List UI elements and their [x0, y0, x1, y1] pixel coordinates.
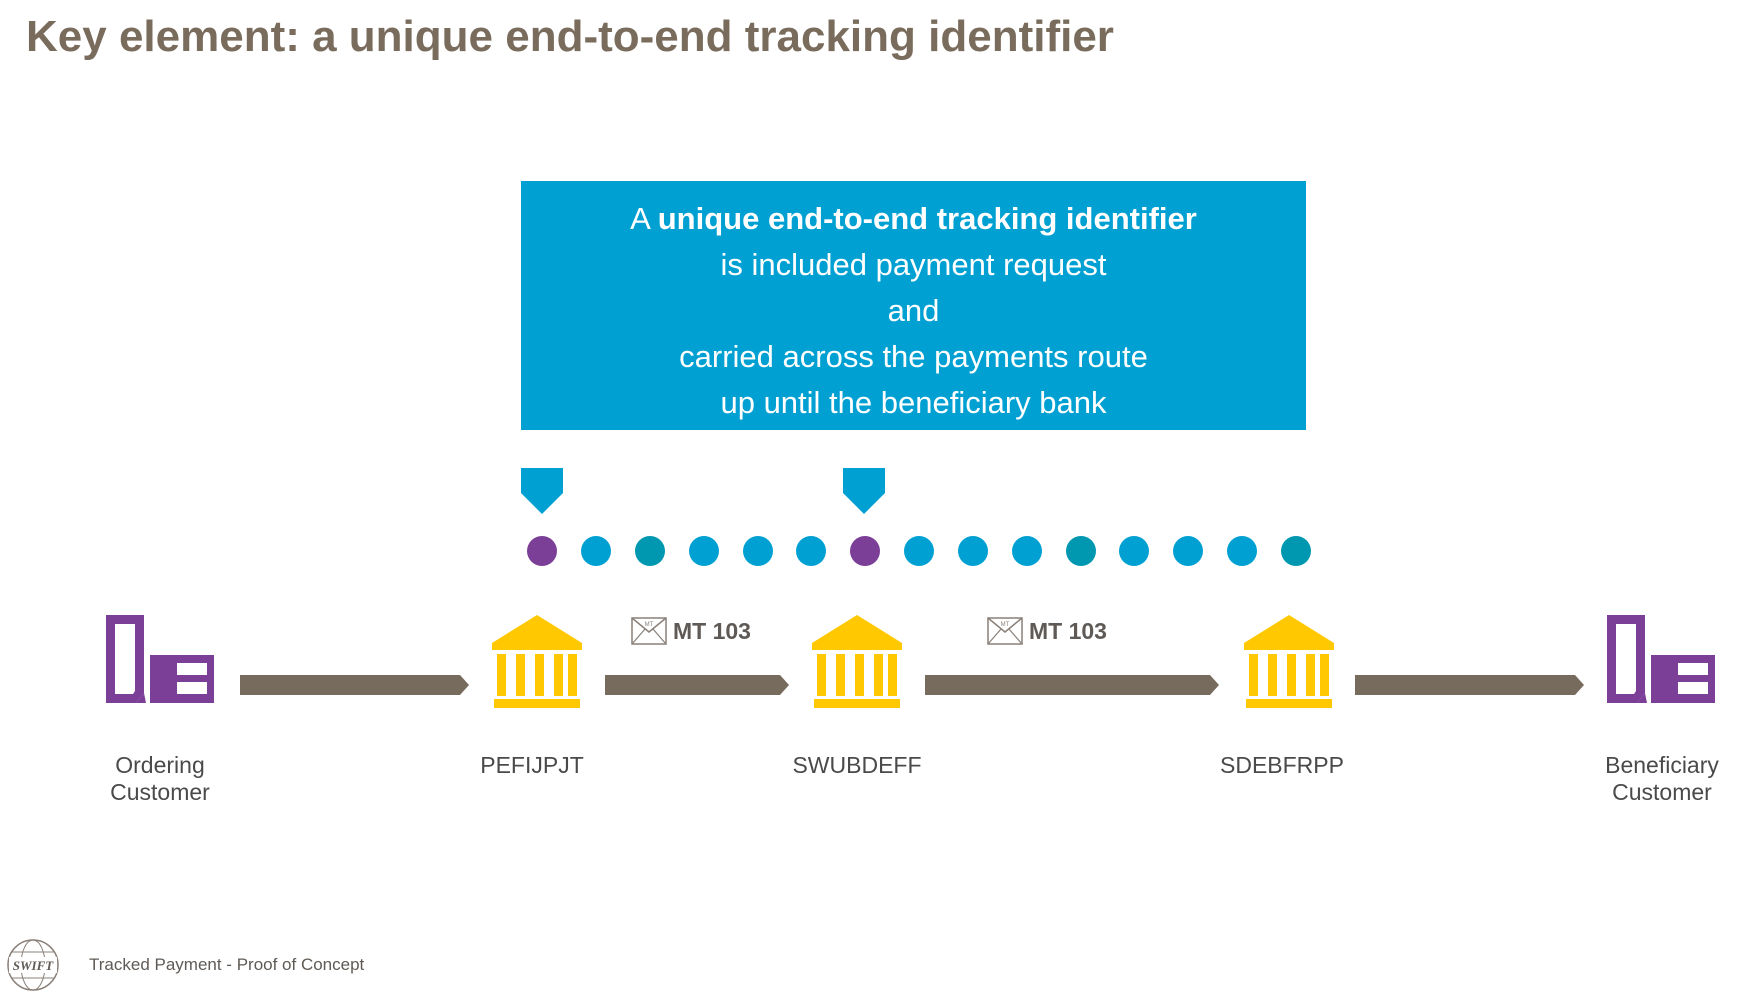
bank-icon [492, 615, 582, 708]
tracking-dot [796, 536, 826, 566]
tracking-dot [1227, 536, 1257, 566]
callout-line-3: and [887, 293, 940, 328]
footer-text: Tracked Payment - Proof of Concept [89, 955, 365, 974]
tracking-dot [635, 536, 665, 566]
tracking-dot [689, 536, 719, 566]
envelope-icon: MT [987, 617, 1023, 645]
tracking-dot [1173, 536, 1203, 566]
pointer-flag-icon [843, 468, 885, 514]
customer-building-icon [1607, 615, 1715, 703]
pointer-flag-icon [521, 468, 563, 514]
callout-line-2: is included payment request [720, 247, 1107, 282]
flow-arrow [605, 675, 789, 695]
tracking-dot [1066, 536, 1096, 566]
tracking-dot [1119, 536, 1149, 566]
tracking-dot [527, 536, 557, 566]
callout-line-4: carried across the payments route [679, 339, 1148, 374]
callout-line-1: A unique end-to-end tracking identifier [521, 196, 1306, 242]
callout-line-5: up until the beneficiary bank [720, 385, 1107, 420]
beneficiary-customer-line-1: Beneficiary [1605, 752, 1719, 778]
customer-building-icon [106, 615, 214, 703]
bank-icon [812, 615, 902, 708]
flow-arrow [1355, 675, 1584, 695]
message-label: MT 103 [1029, 617, 1107, 644]
envelope-tag: MT [1001, 622, 1010, 628]
bank-label-pefijpjt: PEFIJPJT [480, 752, 584, 778]
envelope-tag: MT [645, 622, 654, 628]
page-title: Key element: a unique end-to-end trackin… [26, 12, 1114, 61]
swift-logo-icon: SWIFT [7, 939, 59, 991]
tracking-dot [850, 536, 880, 566]
tracking-dot [1281, 536, 1311, 566]
bank-label-sdebfrpp: SDEBFRPP [1220, 752, 1344, 778]
envelope-icon: MT [631, 617, 667, 645]
message-label: MT 103 [673, 617, 751, 644]
bank-icon [1244, 615, 1334, 708]
tracking-dot [581, 536, 611, 566]
tracking-dot [958, 536, 988, 566]
flow-arrow [240, 675, 469, 695]
beneficiary-customer-label: Beneficiary Customer [1596, 752, 1728, 806]
message-mt103-2: MT MT 103 [987, 617, 1107, 645]
ordering-customer-line-1: Ordering [115, 752, 205, 778]
callout-line-1-prefix: A [630, 201, 658, 236]
flow-arrow [925, 675, 1219, 695]
bank-label-swubdeff: SWUBDEFF [792, 752, 922, 778]
tracking-dot [1012, 536, 1042, 566]
ordering-customer-line-2: Customer [110, 779, 210, 805]
callout-box: A unique end-to-end tracking identifier … [521, 181, 1306, 430]
swift-logo-text: SWIFT [13, 958, 55, 973]
beneficiary-customer-line-2: Customer [1612, 779, 1712, 805]
tracking-dot [743, 536, 773, 566]
message-mt103-1: MT MT 103 [631, 617, 751, 645]
callout-line-1-bold: unique end-to-end tracking identifier [657, 201, 1197, 236]
ordering-customer-label: Ordering Customer [100, 752, 220, 806]
tracking-dot [904, 536, 934, 566]
